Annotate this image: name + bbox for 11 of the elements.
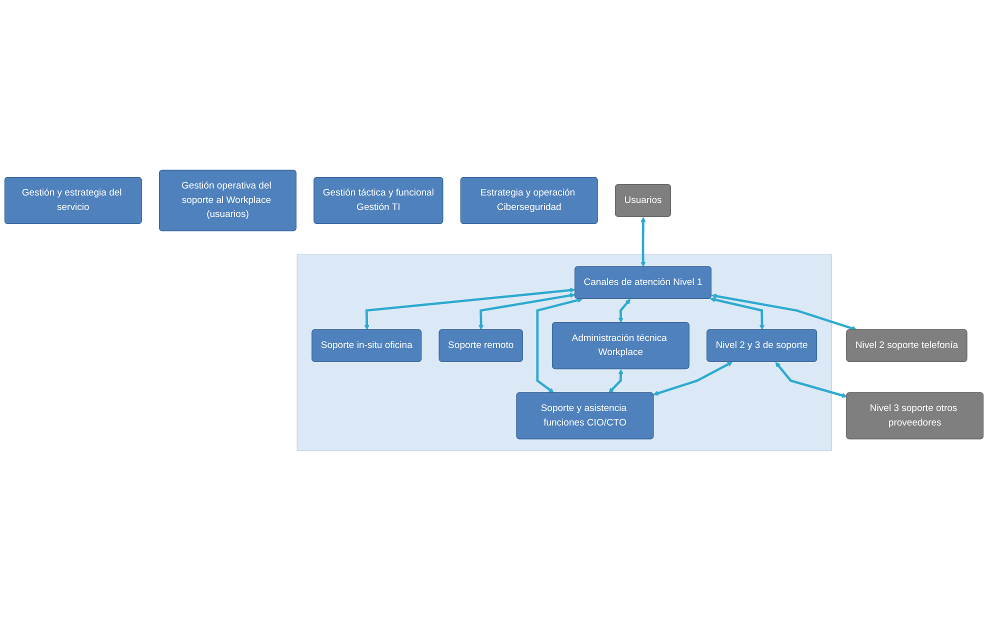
- arrow: [536, 298, 583, 394]
- cluster: [296, 254, 832, 452]
- arrow: [711, 294, 857, 331]
- arrow: [478, 292, 576, 330]
- arrow: [618, 298, 631, 323]
- arrow: [710, 297, 765, 330]
- arrow: [640, 216, 646, 268]
- arrow: [364, 288, 576, 330]
- arrow: [775, 362, 847, 398]
- arrow: [653, 362, 733, 396]
- arrow: [608, 369, 624, 394]
